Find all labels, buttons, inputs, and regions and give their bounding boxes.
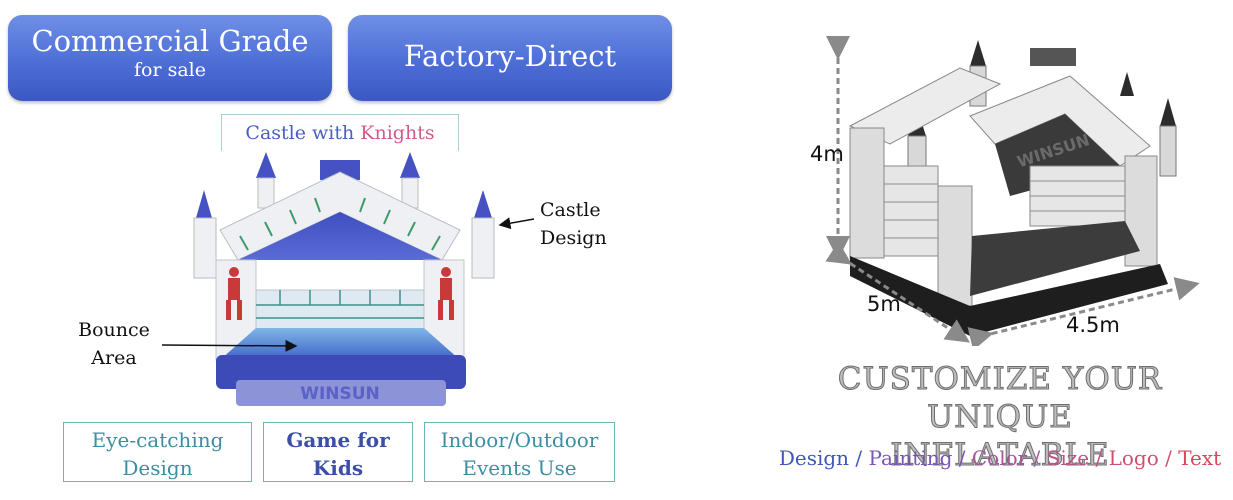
option-painting: Painting — [868, 446, 953, 470]
bounce-area-arrow — [161, 339, 298, 352]
customize-heading: CUSTOMIZE YOUR UNIQUE INFLATABLE — [760, 360, 1233, 474]
commercial-grade-title: Commercial Grade — [31, 24, 309, 58]
option-separator: / — [1089, 446, 1109, 470]
bounce-area-callout: Bounce Area — [72, 316, 156, 372]
feature-game-for-kids: Game for Kids — [263, 422, 413, 482]
castle-design-line2: Design — [540, 227, 607, 249]
option-text: Text — [1178, 446, 1222, 470]
bounce-area-line1: Bounce — [78, 319, 150, 341]
option-separator: / — [849, 446, 869, 470]
commercial-grade-badge: Commercial Grade for sale — [8, 15, 332, 101]
feature-indoor-outdoor: Indoor/Outdoor Events Use — [424, 422, 615, 482]
castle-design-line1: Castle — [540, 199, 601, 221]
option-design: Design — [778, 446, 850, 470]
option-size: Size — [1046, 446, 1090, 470]
castle-brand-text: WINSUN — [300, 384, 380, 404]
customize-line1: CUSTOMIZE YOUR UNIQUE — [837, 361, 1163, 436]
castle-design-arrow — [498, 217, 535, 230]
castle-design-callout: Castle Design — [540, 196, 607, 252]
castle-bounce-house-image: WINSUN — [193, 152, 495, 406]
feature-2-line2: Kids — [312, 456, 364, 480]
castle-with-knights-label: Castle with Knights — [221, 114, 459, 151]
option-separator: / — [1158, 446, 1179, 470]
customization-options: Design / Painting / Color / Size / Logo … — [760, 446, 1233, 470]
option-logo: Logo — [1108, 446, 1159, 470]
feature-eye-catching-design: Eye-catching Design — [63, 422, 252, 482]
feature-1-line1: Eye-catching — [91, 428, 224, 452]
feature-2-line1: Game for — [286, 428, 390, 452]
customize-line2: INFLATABLE — [890, 437, 1110, 474]
feature-3-line1: Indoor/Outdoor — [440, 428, 599, 452]
bounce-area-line2: Area — [91, 347, 137, 369]
option-separator: / — [1027, 446, 1047, 470]
option-color: Color — [971, 446, 1028, 470]
castle-label-word2: Knights — [360, 122, 435, 144]
feature-3-line2: Events Use — [462, 456, 577, 480]
callout-arrows — [161, 217, 535, 352]
dimension-width-label: 4.5m — [1066, 313, 1120, 337]
dimension-length-label: 5m — [867, 292, 901, 316]
option-separator: / — [952, 446, 972, 470]
grayscale-castle-dimension-image: WINSUN — [825, 36, 1200, 346]
castle-label-word1: Castle with — [245, 122, 355, 144]
factory-direct-badge: Factory-Direct — [348, 15, 672, 101]
feature-1-line2: Design — [122, 456, 193, 480]
commercial-grade-subtitle: for sale — [134, 59, 206, 81]
factory-direct-title: Factory-Direct — [403, 39, 617, 73]
dimension-height-label: 4m — [810, 142, 844, 166]
